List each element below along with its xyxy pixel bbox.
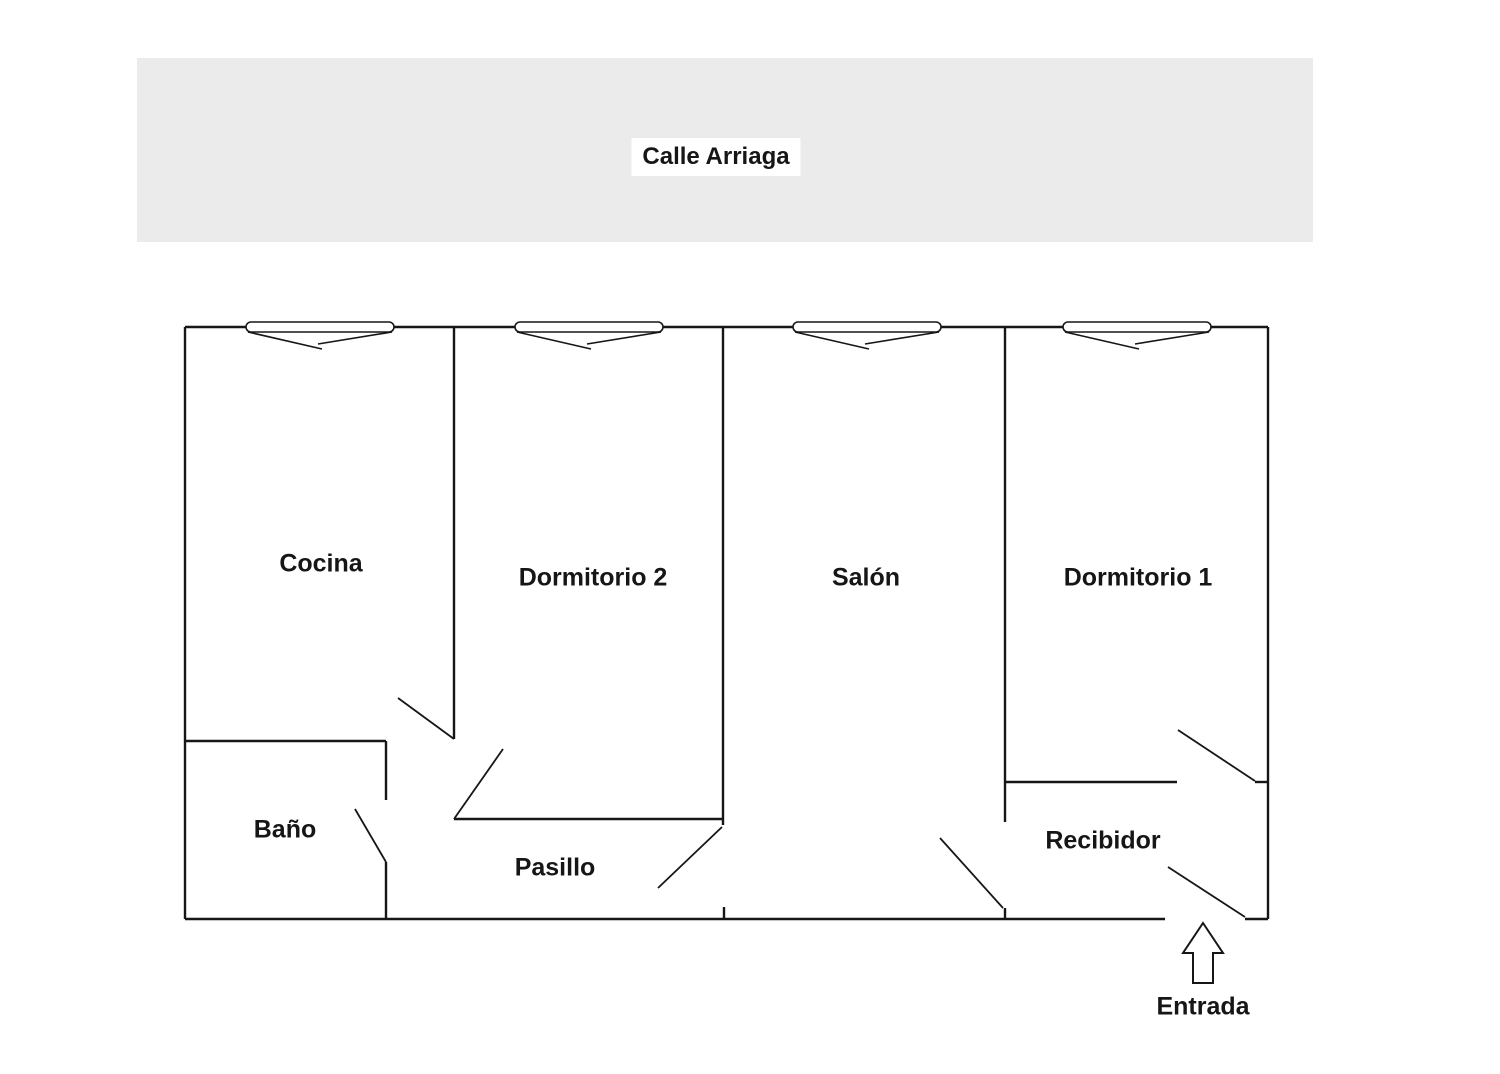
room-label-dormitorio-1: Dormitorio 1 [1063,563,1213,592]
door-leaf [1177,729,1256,782]
entrance-arrow-icon [1181,921,1225,984]
window-casement-line [586,331,662,345]
door-leaf [657,826,723,889]
door-leaf [453,748,504,820]
window-casement-line [317,331,393,345]
window-casement-line [516,331,592,350]
window-casement-line [247,331,323,350]
room-label-recibidor: Recibidor [1045,826,1161,855]
room-label-salon: Salón [831,563,901,592]
window-icon [1062,321,1212,333]
door-leaf [1167,866,1246,918]
window-icon [792,321,942,333]
window-casement-line [1064,331,1140,350]
room-label-bano: Baño [253,815,317,844]
door-leaf [354,808,387,863]
window-casement-line [794,331,870,350]
window-casement-line [1134,331,1210,345]
room-label-dormitorio-2: Dormitorio 2 [518,563,668,592]
window-icon [514,321,664,333]
room-label-cocina: Cocina [279,549,363,578]
door-leaf [397,697,455,740]
window-casement-line [864,331,940,345]
street-name-label: Calle Arriaga [631,138,801,176]
entrance-label: Entrada [1156,992,1250,1021]
room-label-pasillo: Pasillo [514,853,596,882]
window-icon [245,321,395,333]
door-leaf [939,837,1004,909]
